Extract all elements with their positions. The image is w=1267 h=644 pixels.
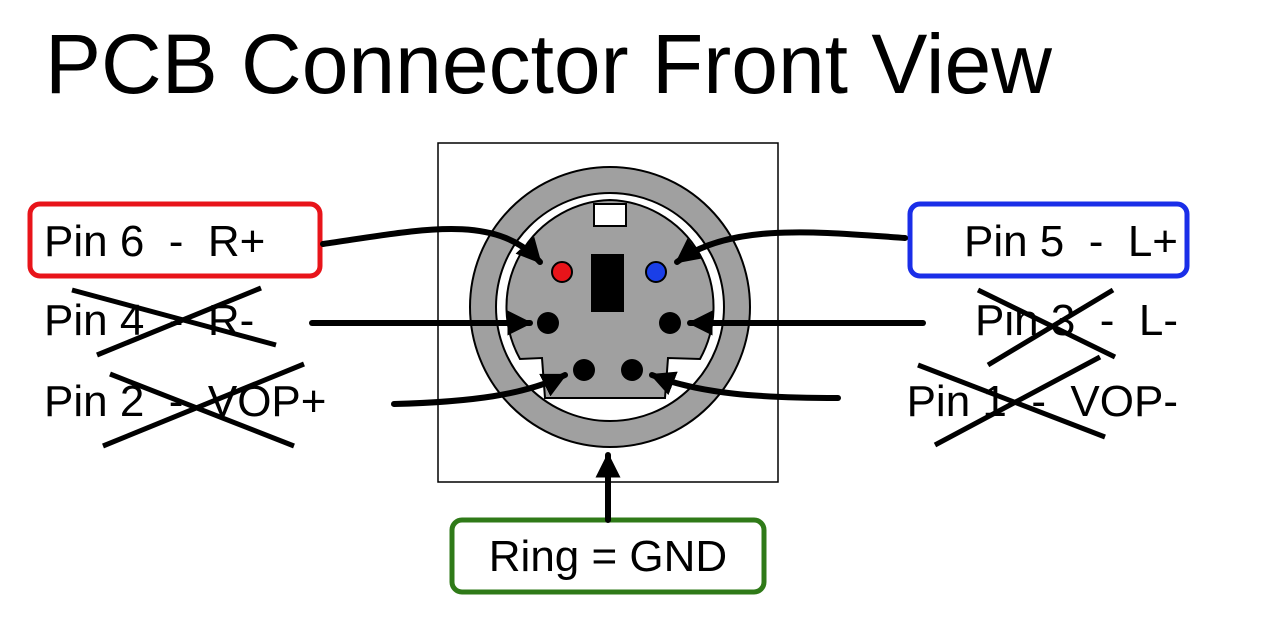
pin1-dot [621, 359, 643, 381]
pin3-dot [659, 312, 681, 334]
pin5-dot [645, 261, 667, 283]
pin2-dot [573, 359, 595, 381]
page-title: PCB Connector Front View [45, 17, 1052, 111]
pin6-dot [551, 261, 573, 283]
pin4-cross [71, 285, 277, 358]
ring-label: Ring = GND [489, 532, 727, 581]
arrow-pin1 [649, 371, 841, 401]
pin5-box [907, 201, 1190, 279]
pin1-cross [917, 354, 1106, 448]
pin3-cross [976, 287, 1117, 368]
pin6-box [27, 201, 323, 279]
pin1-label: Pin 1 - VOP- [907, 377, 1178, 426]
center-key [591, 254, 624, 312]
pin4-dot [537, 312, 559, 334]
arrow-pin6 [320, 226, 543, 265]
pin5-label: Pin 5 - L+ [964, 217, 1178, 266]
arrow-pin5 [674, 229, 908, 265]
pin2-cross [102, 361, 305, 449]
arrow-pin2 [391, 372, 568, 407]
pin6-label: Pin 6 - R+ [44, 217, 265, 266]
